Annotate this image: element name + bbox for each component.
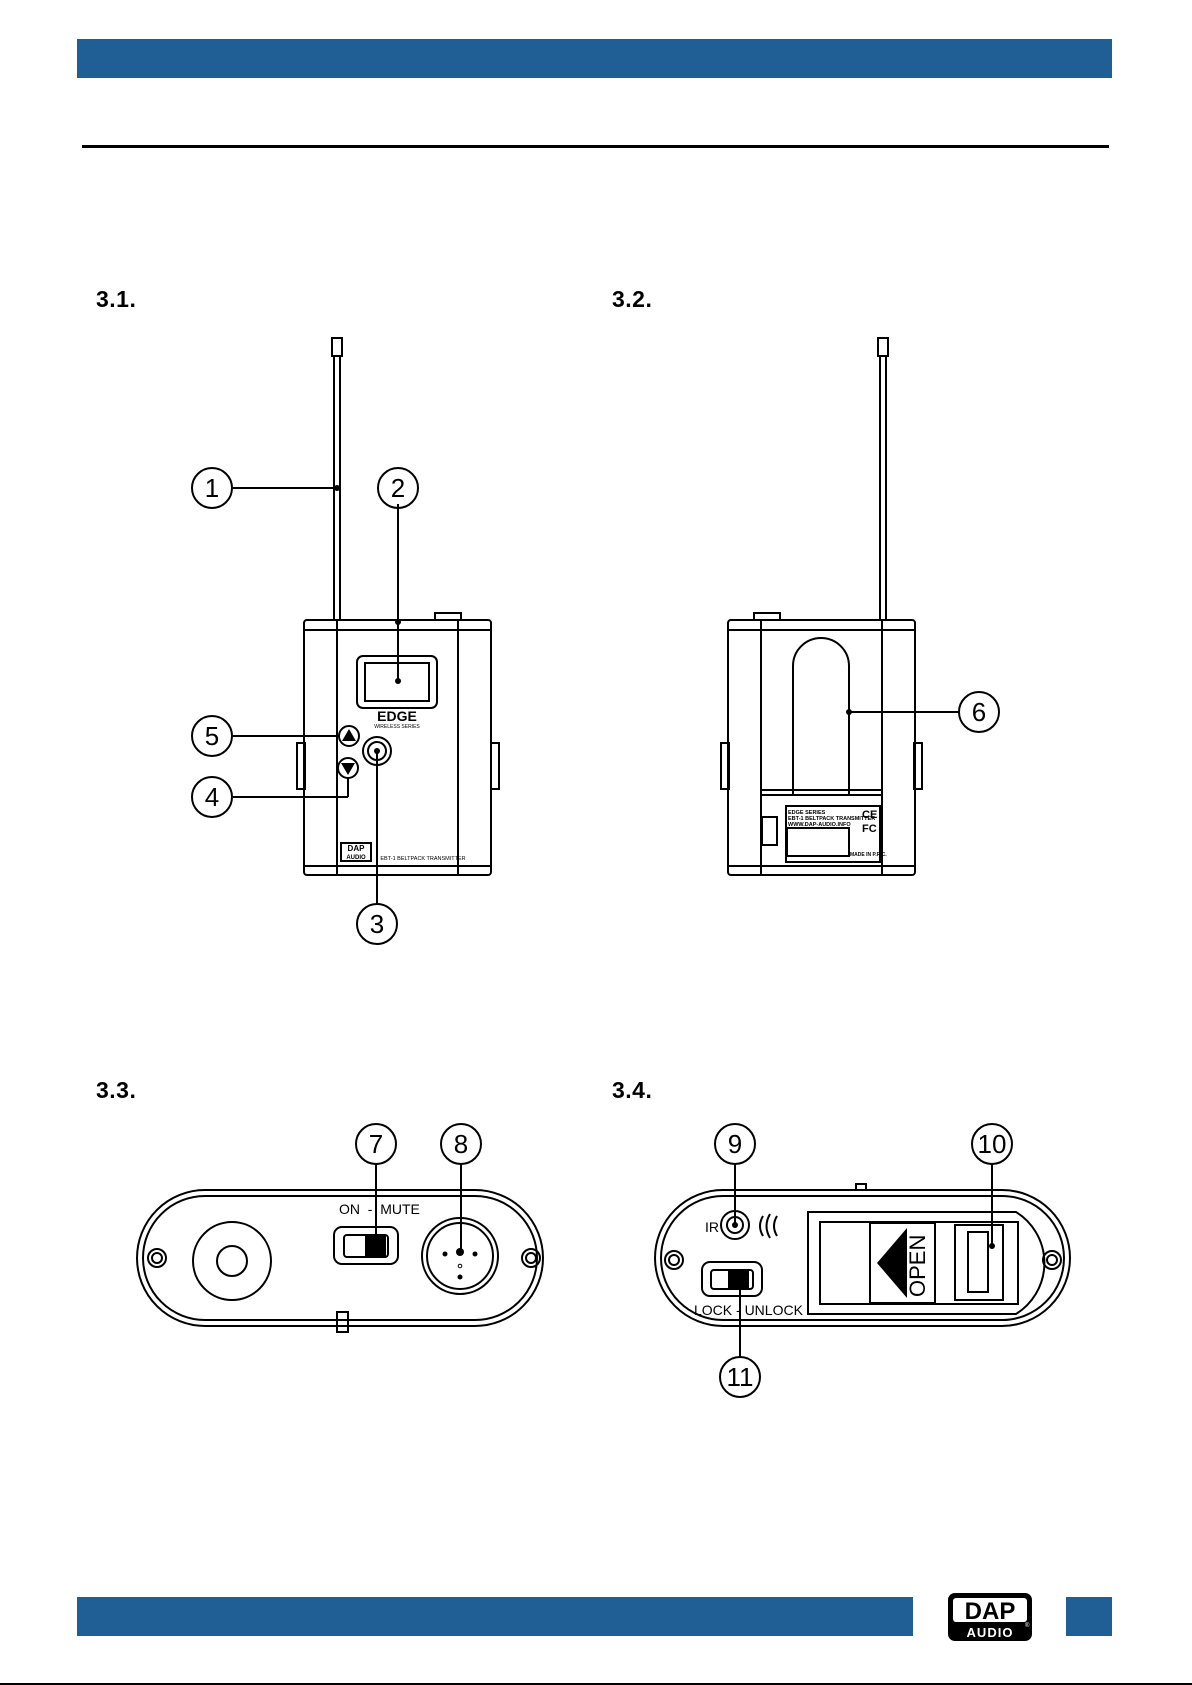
footer-bar <box>77 1597 913 1636</box>
brand-subtitle: WIRELESS SERIES <box>374 724 420 730</box>
header-bar <box>77 39 1112 78</box>
device-dap-logo: DAP <box>348 844 366 853</box>
logo-registered: ® <box>1025 1622 1030 1629</box>
callout-7-label: 7 <box>369 1129 383 1159</box>
open-label: OPEN <box>905 1235 930 1297</box>
antenna-socket <box>193 1222 271 1300</box>
figure-bottom-view: 9 10 11 IR LOCK - UNLOCK OPEN <box>640 1120 1080 1410</box>
callout-11-label: 11 <box>727 1362 754 1392</box>
logo-audio: AUDIO <box>967 1625 1014 1640</box>
device-audio-logo: AUDIO <box>346 855 366 861</box>
model-name: EBT-1 BELTPACK TRANSMITTER <box>380 856 465 862</box>
open-arrow-icon <box>877 1228 907 1298</box>
ce-mark: CE <box>862 809 877 821</box>
callout-4-label: 4 <box>205 782 219 812</box>
callout-8-label: 8 <box>454 1129 468 1159</box>
section-3-4-heading: 3.4. <box>612 1077 652 1104</box>
brand-logo: EDGE <box>377 708 417 724</box>
antenna <box>880 338 886 620</box>
title-rule <box>82 145 1109 148</box>
label-line-3: WWW.DAP-AUDIO.INFO <box>788 822 851 828</box>
section-3-2-heading: 3.2. <box>612 286 652 313</box>
callout-10-label: 10 <box>978 1129 1007 1159</box>
belt-clip <box>761 638 882 795</box>
transmitter-body <box>728 620 915 875</box>
logo-dap: DAP <box>965 1598 1016 1625</box>
callout-3-label: 3 <box>370 909 384 939</box>
dap-audio-logo: DAP AUDIO ® <box>946 1591 1034 1643</box>
callout-1-label: 1 <box>205 473 219 503</box>
section-3-3-heading: 3.3. <box>96 1077 136 1104</box>
ir-label: IR <box>705 1219 719 1235</box>
figure-back-view: 6 EDGE SERIES EBT-1 BELTPACK TRANSMITTER… <box>710 330 1010 890</box>
callout-5-label: 5 <box>205 721 219 751</box>
callout-6-label: 6 <box>972 697 986 727</box>
antenna <box>334 338 340 620</box>
figure-front-view: 1 2 3 4 5 EDGE WIRELESS SERIES DAP AUDIO… <box>180 330 520 950</box>
on-mute-label: ON - MUTE <box>339 1201 420 1217</box>
callout-2-label: 2 <box>391 473 405 503</box>
figure-top-view: 7 8 ON - MUTE <box>130 1120 570 1340</box>
section-3-1-heading: 3.1. <box>96 286 136 313</box>
callout-9-label: 9 <box>728 1129 742 1159</box>
page-number-box <box>1066 1597 1112 1636</box>
made-in: MADE IN P.R.C. <box>850 852 887 858</box>
lock-unlock-label: LOCK - UNLOCK <box>694 1302 804 1318</box>
fcc-mark: FC <box>862 823 877 835</box>
